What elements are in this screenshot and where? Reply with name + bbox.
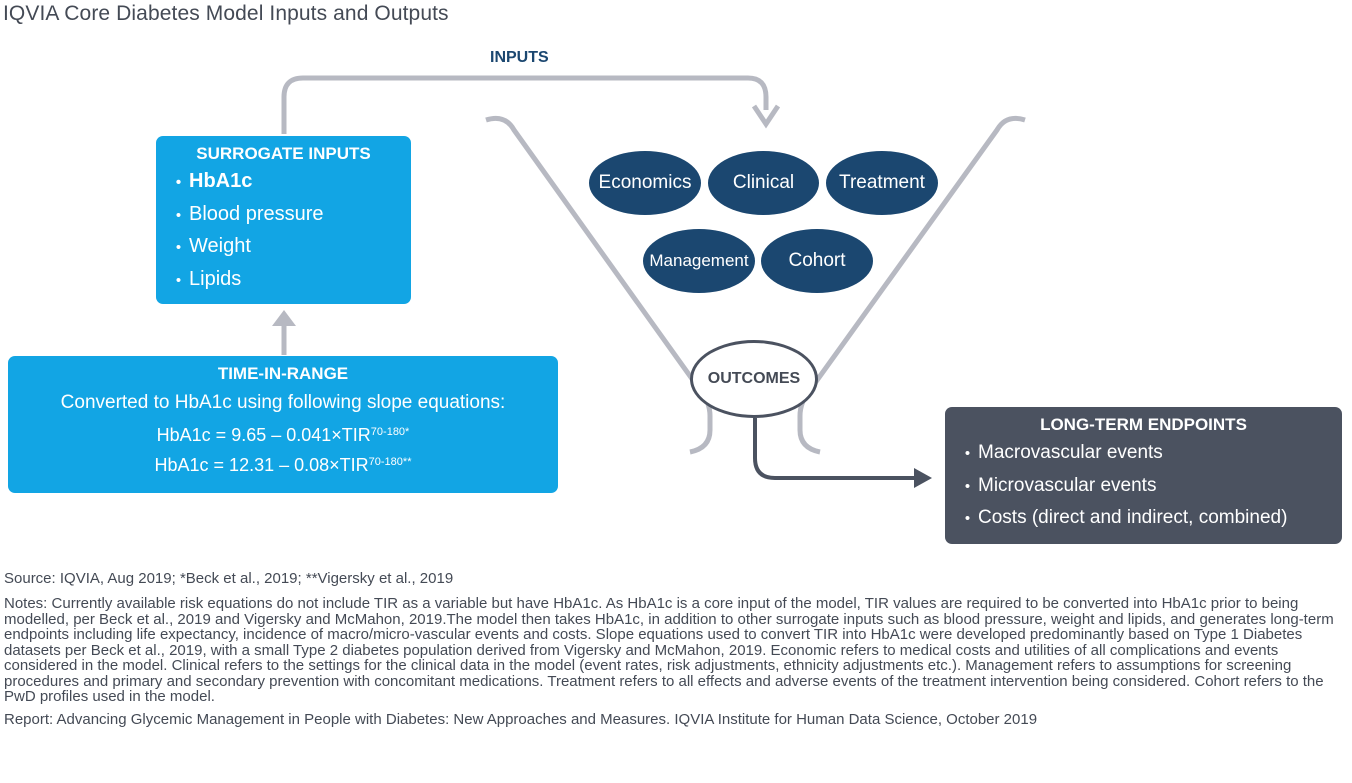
notes-text: Notes: Currently available risk equation… — [4, 595, 1334, 705]
endpoints-heading: LONG-TERM ENDPOINTS — [1040, 415, 1247, 434]
input-oval-management: Management — [643, 229, 755, 293]
tir-equation-1: HbA1c = 9.65 – 0.041×TIR70-180* — [156, 425, 410, 445]
outcomes-arrowhead — [914, 468, 932, 488]
input-oval-cohort: Cohort — [761, 229, 873, 293]
surrogate-inputs-box: SURROGATE INPUTS •HbA1c •Blood pressure … — [156, 136, 411, 304]
long-term-endpoints-box: LONG-TERM ENDPOINTS •Macrovascular event… — [945, 407, 1342, 544]
surrogate-item: •Weight — [175, 235, 251, 257]
endpoint-item: •Microvascular events — [964, 474, 1157, 496]
outcomes-oval: OUTCOMES — [690, 340, 818, 418]
input-oval-clinical: Clinical — [708, 151, 819, 215]
tir-arrowhead — [272, 310, 296, 326]
tir-subtitle: Converted to HbA1c using following slope… — [60, 392, 506, 413]
inputs-label: INPUTS — [490, 49, 549, 66]
input-oval-treatment: Treatment — [826, 151, 938, 215]
input-oval-economics: Economics — [589, 151, 701, 215]
outcomes-arrow — [753, 418, 918, 480]
page-title: IQVIA Core Diabetes Model Inputs and Out… — [3, 2, 449, 25]
inputs-arrowhead — [751, 104, 781, 129]
surrogate-item: •HbA1c — [175, 170, 253, 192]
source-note: Source: IQVIA, Aug 2019; *Beck et al., 2… — [4, 570, 454, 587]
tir-heading: TIME-IN-RANGE — [217, 364, 349, 383]
surrogate-item: •Blood pressure — [175, 202, 324, 225]
surrogate-heading: SURROGATE INPUTS — [196, 144, 371, 163]
endpoint-item: •Costs (direct and indirect, combined) — [964, 507, 1288, 528]
inputs-arrow — [281, 75, 769, 134]
tir-equation-2: HbA1c = 12.31 – 0.08×TIR70-180** — [154, 455, 412, 475]
report-citation: Report: Advancing Glycemic Management in… — [4, 710, 1038, 728]
time-in-range-box: TIME-IN-RANGE Converted to HbA1c using f… — [8, 356, 558, 493]
footnotes: Source: IQVIA, Aug 2019; *Beck et al., 2… — [4, 570, 1348, 728]
surrogate-item: •Lipids — [175, 267, 242, 290]
endpoint-item: •Macrovascular events — [964, 442, 1163, 463]
